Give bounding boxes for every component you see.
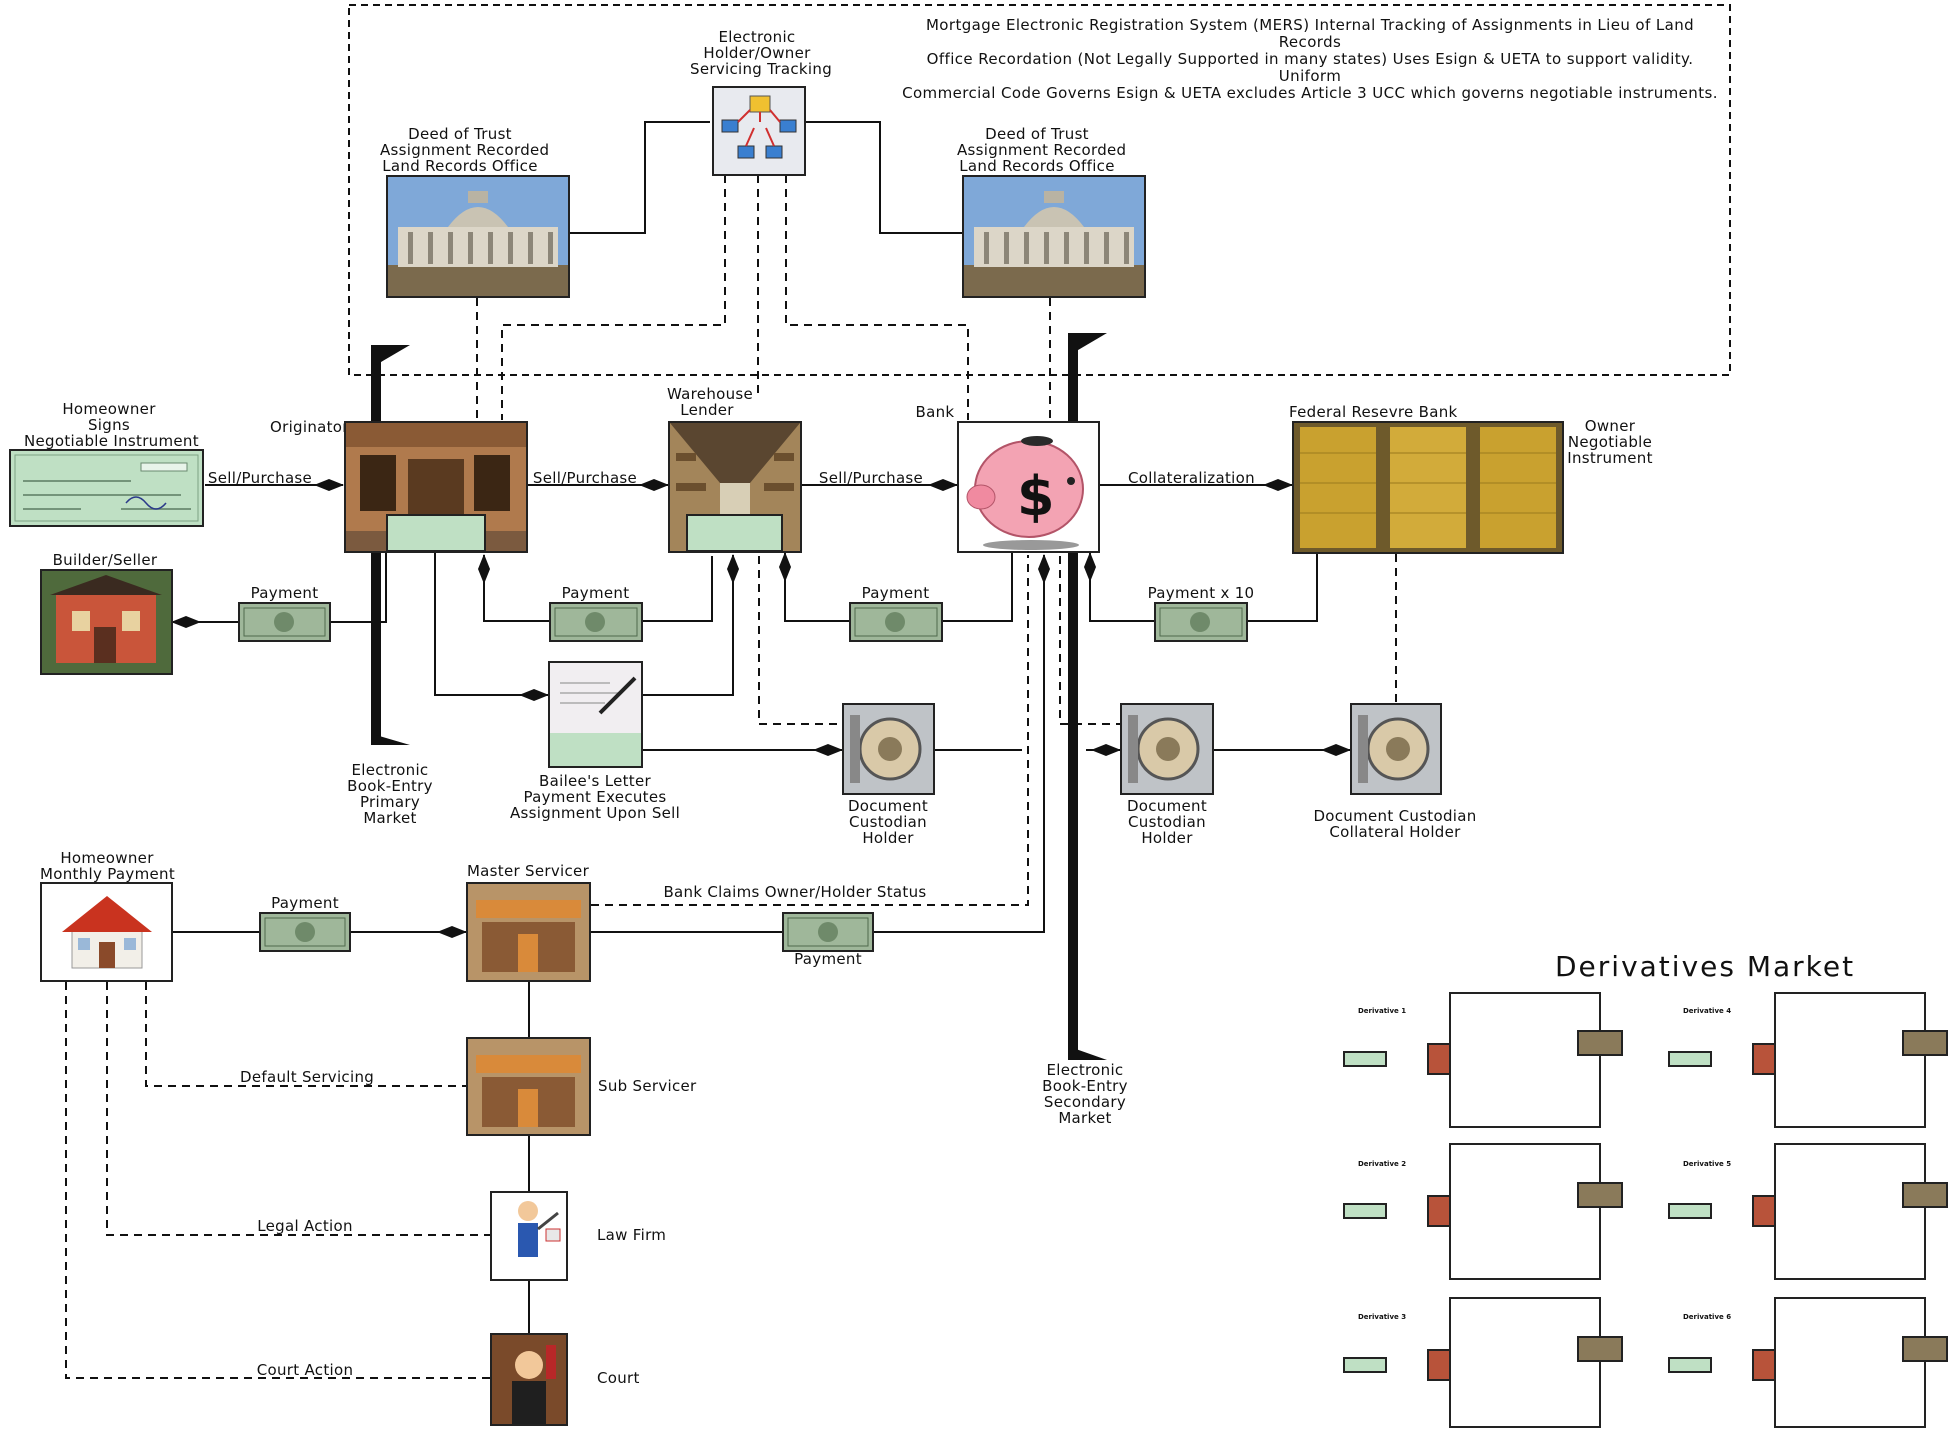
payment-label-originator: Payment (549, 585, 642, 601)
dollar-bill-6 (782, 912, 874, 952)
derivative-4-check (1668, 1051, 1712, 1067)
collateralization-label: Collateralization (1128, 470, 1250, 486)
sell-purchase-label-1: Sell/Purchase (205, 470, 315, 486)
dollar-bill-4 (1154, 602, 1248, 642)
payment-monthly-label: Payment (259, 895, 351, 911)
sub-servicer-image (466, 1037, 591, 1136)
master-servicer-label: Master Servicer (466, 863, 590, 879)
court-action-label: Court Action (240, 1362, 370, 1378)
derivative-6-frame (1774, 1297, 1926, 1428)
derivative-4-label: Derivative 4 (1683, 1007, 1731, 1015)
tracking-label: Electronic Holder/Owner Servicing Tracki… (690, 29, 824, 77)
dollar-bill-1 (238, 602, 331, 642)
deed-right-label: Deed of Trust Assignment Recorded Land R… (957, 126, 1117, 174)
land-records-building-left (386, 175, 570, 298)
vault-icon-1 (842, 703, 935, 795)
vault-icon-2 (1120, 703, 1214, 795)
master-servicer-image (466, 882, 591, 982)
custodian-1-label: Document Custodian Holder (828, 798, 948, 846)
deed-left-label: Deed of Trust Assignment Recorded Land R… (380, 126, 540, 174)
homeowner-signs-label: Homeowner Signs Negotiable Instrument (24, 401, 194, 449)
derivative-2-vault (1577, 1182, 1623, 1208)
secondary-market-label: Electronic Book-Entry Secondary Market (1030, 1062, 1140, 1126)
federal-reserve-label: Federal Resevre Bank (1289, 404, 1457, 420)
warehouse-label: Warehouse Lender (667, 386, 747, 418)
dollar-bill-2 (549, 602, 643, 642)
mers-note: Mortgage Electronic Registration System … (895, 17, 1725, 102)
custodian-collateral-label: Document Custodian Collateral Holder (1305, 808, 1485, 840)
derivative-5-check (1668, 1203, 1712, 1219)
builder-label: Builder/Seller (40, 552, 170, 568)
owner-instrument-label: Owner Negotiable Instrument (1565, 418, 1655, 466)
homeowner-house-icon (40, 882, 173, 982)
derivative-6-vault (1902, 1336, 1948, 1362)
derivative-3-vault (1577, 1336, 1623, 1362)
derivative-4-vault (1902, 1030, 1948, 1056)
derivative-6-label: Derivative 6 (1683, 1313, 1731, 1321)
svg-text:$: $ (1017, 465, 1055, 528)
law-firm-cartoon (490, 1191, 568, 1281)
payment-x10-label: Payment x 10 (1140, 585, 1262, 601)
originator-label: Originator (270, 419, 342, 435)
piggy-bank-icon: $ (957, 421, 1100, 553)
derivative-5-vault (1902, 1182, 1948, 1208)
payment-bank-label: Payment (782, 951, 874, 967)
bank-label: Bank (915, 404, 955, 420)
sub-servicer-label: Sub Servicer (598, 1078, 708, 1094)
derivative-6-check (1668, 1357, 1712, 1373)
default-servicing-label: Default Servicing (240, 1069, 370, 1085)
homeowner-monthly-label: Homeowner Monthly Payment (40, 850, 174, 882)
derivative-4-frame (1774, 992, 1926, 1128)
negotiable-instrument-check (9, 449, 204, 527)
derivative-5-frame (1774, 1143, 1926, 1280)
land-records-building-right (962, 175, 1146, 298)
gold-vault-image (1292, 421, 1564, 554)
law-firm-label: Law Firm (597, 1227, 687, 1243)
builder-house-image (40, 569, 173, 675)
primary-market-label: Electronic Book-Entry Primary Market (340, 762, 440, 826)
derivative-1-vault (1577, 1030, 1623, 1056)
dollar-bill-3 (849, 602, 943, 642)
court-judge-cartoon (490, 1333, 568, 1426)
originator-check-icon (386, 514, 486, 552)
tracking-network-icon (712, 86, 806, 176)
derivative-1-frame (1449, 992, 1601, 1128)
derivative-3-label: Derivative 3 (1358, 1313, 1406, 1321)
dollar-bill-5 (259, 912, 351, 952)
legal-action-label: Legal Action (240, 1218, 370, 1234)
derivative-1-check (1343, 1051, 1387, 1067)
derivative-3-check (1343, 1357, 1387, 1373)
custodian-2-label: Document Custodian Holder (1107, 798, 1227, 846)
derivative-2-label: Derivative 2 (1358, 1160, 1406, 1168)
derivative-5-label: Derivative 5 (1683, 1160, 1731, 1168)
sell-purchase-label-2: Sell/Purchase (530, 470, 640, 486)
warehouse-check-icon (686, 514, 783, 552)
derivative-1-label: Derivative 1 (1358, 1007, 1406, 1015)
vault-icon-3 (1350, 703, 1442, 795)
derivative-2-check (1343, 1203, 1387, 1219)
sell-purchase-label-3: Sell/Purchase (816, 470, 926, 486)
derivative-2-frame (1449, 1143, 1601, 1280)
court-label: Court (597, 1370, 657, 1386)
derivative-3-frame (1449, 1297, 1601, 1428)
bank-claims-label: Bank Claims Owner/Holder Status (660, 884, 930, 900)
bailee-label: Bailee's Letter Payment Executes Assignm… (510, 773, 680, 821)
bailee-letter-image (548, 661, 643, 768)
payment-label-warehouse: Payment (849, 585, 942, 601)
derivatives-market-title: Derivatives Market (1555, 950, 1855, 983)
payment-label-builder: Payment (238, 585, 331, 601)
